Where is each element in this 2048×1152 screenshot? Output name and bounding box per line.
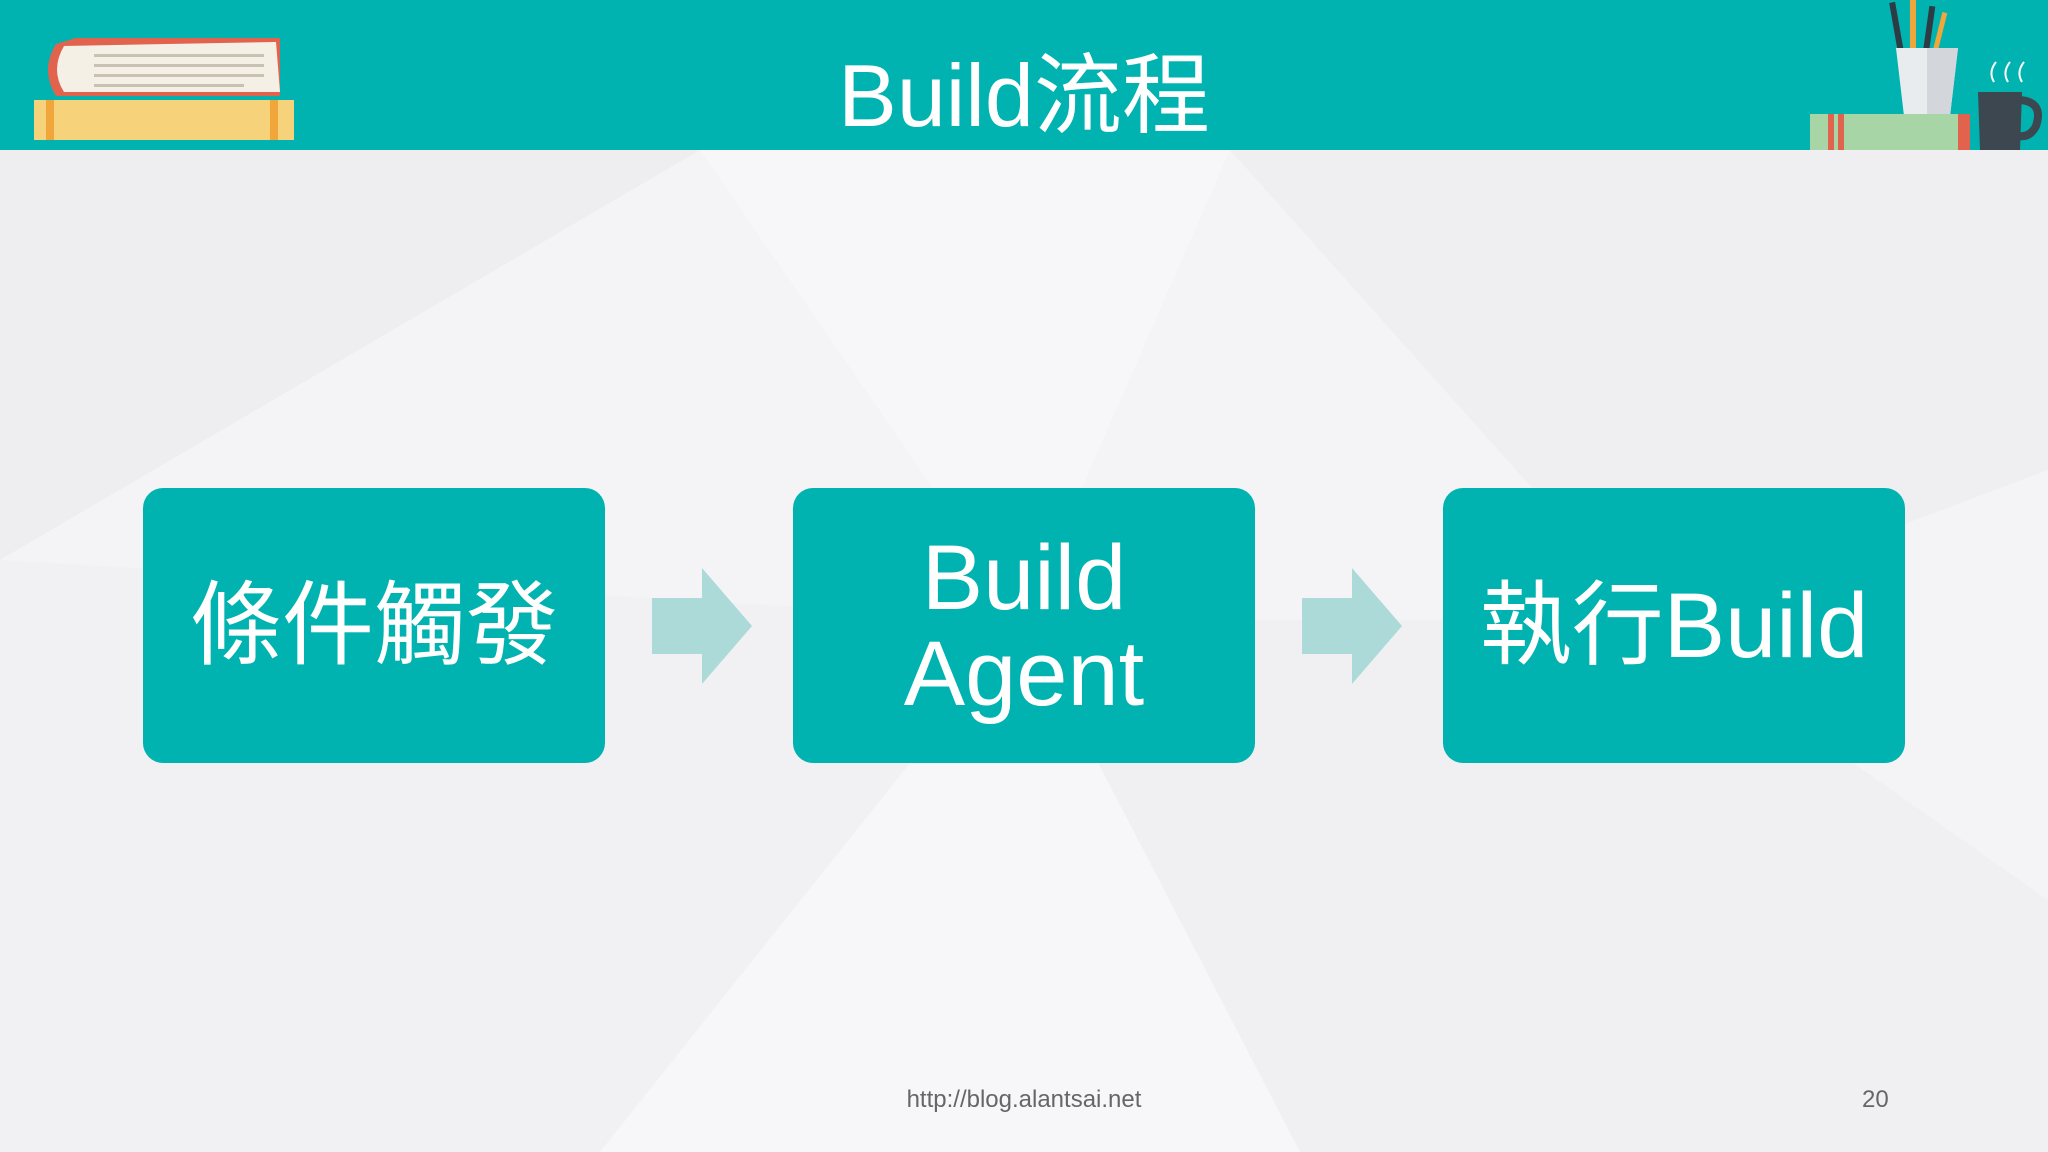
desk-items-decoration	[1810, 0, 2042, 150]
book-icon	[1810, 114, 1970, 150]
flow-step-label: 條件觸發	[189, 574, 558, 677]
flow-step-label: Agent	[903, 622, 1145, 725]
flow-step-run-build: 執行Build	[1443, 488, 1905, 763]
page-number: 20	[1862, 1086, 1889, 1113]
coffee-mug-icon	[1978, 61, 2042, 150]
flow-step-trigger: 條件觸發	[143, 488, 605, 763]
slide-title: Build流程	[838, 46, 1210, 145]
flow-step-label: Build	[921, 526, 1127, 629]
arrow-right-icon	[652, 568, 752, 684]
footer-url: http://blog.alantsai.net	[906, 1086, 1142, 1113]
book-stack-icon	[34, 38, 294, 140]
flow-step-build-agent: Build Agent	[793, 488, 1255, 763]
header-bar	[0, 0, 2048, 150]
arrow-right-icon	[1302, 568, 1402, 684]
pencil-cup-icon	[1889, 0, 1958, 116]
flow-step-label: 執行Build	[1479, 574, 1869, 677]
